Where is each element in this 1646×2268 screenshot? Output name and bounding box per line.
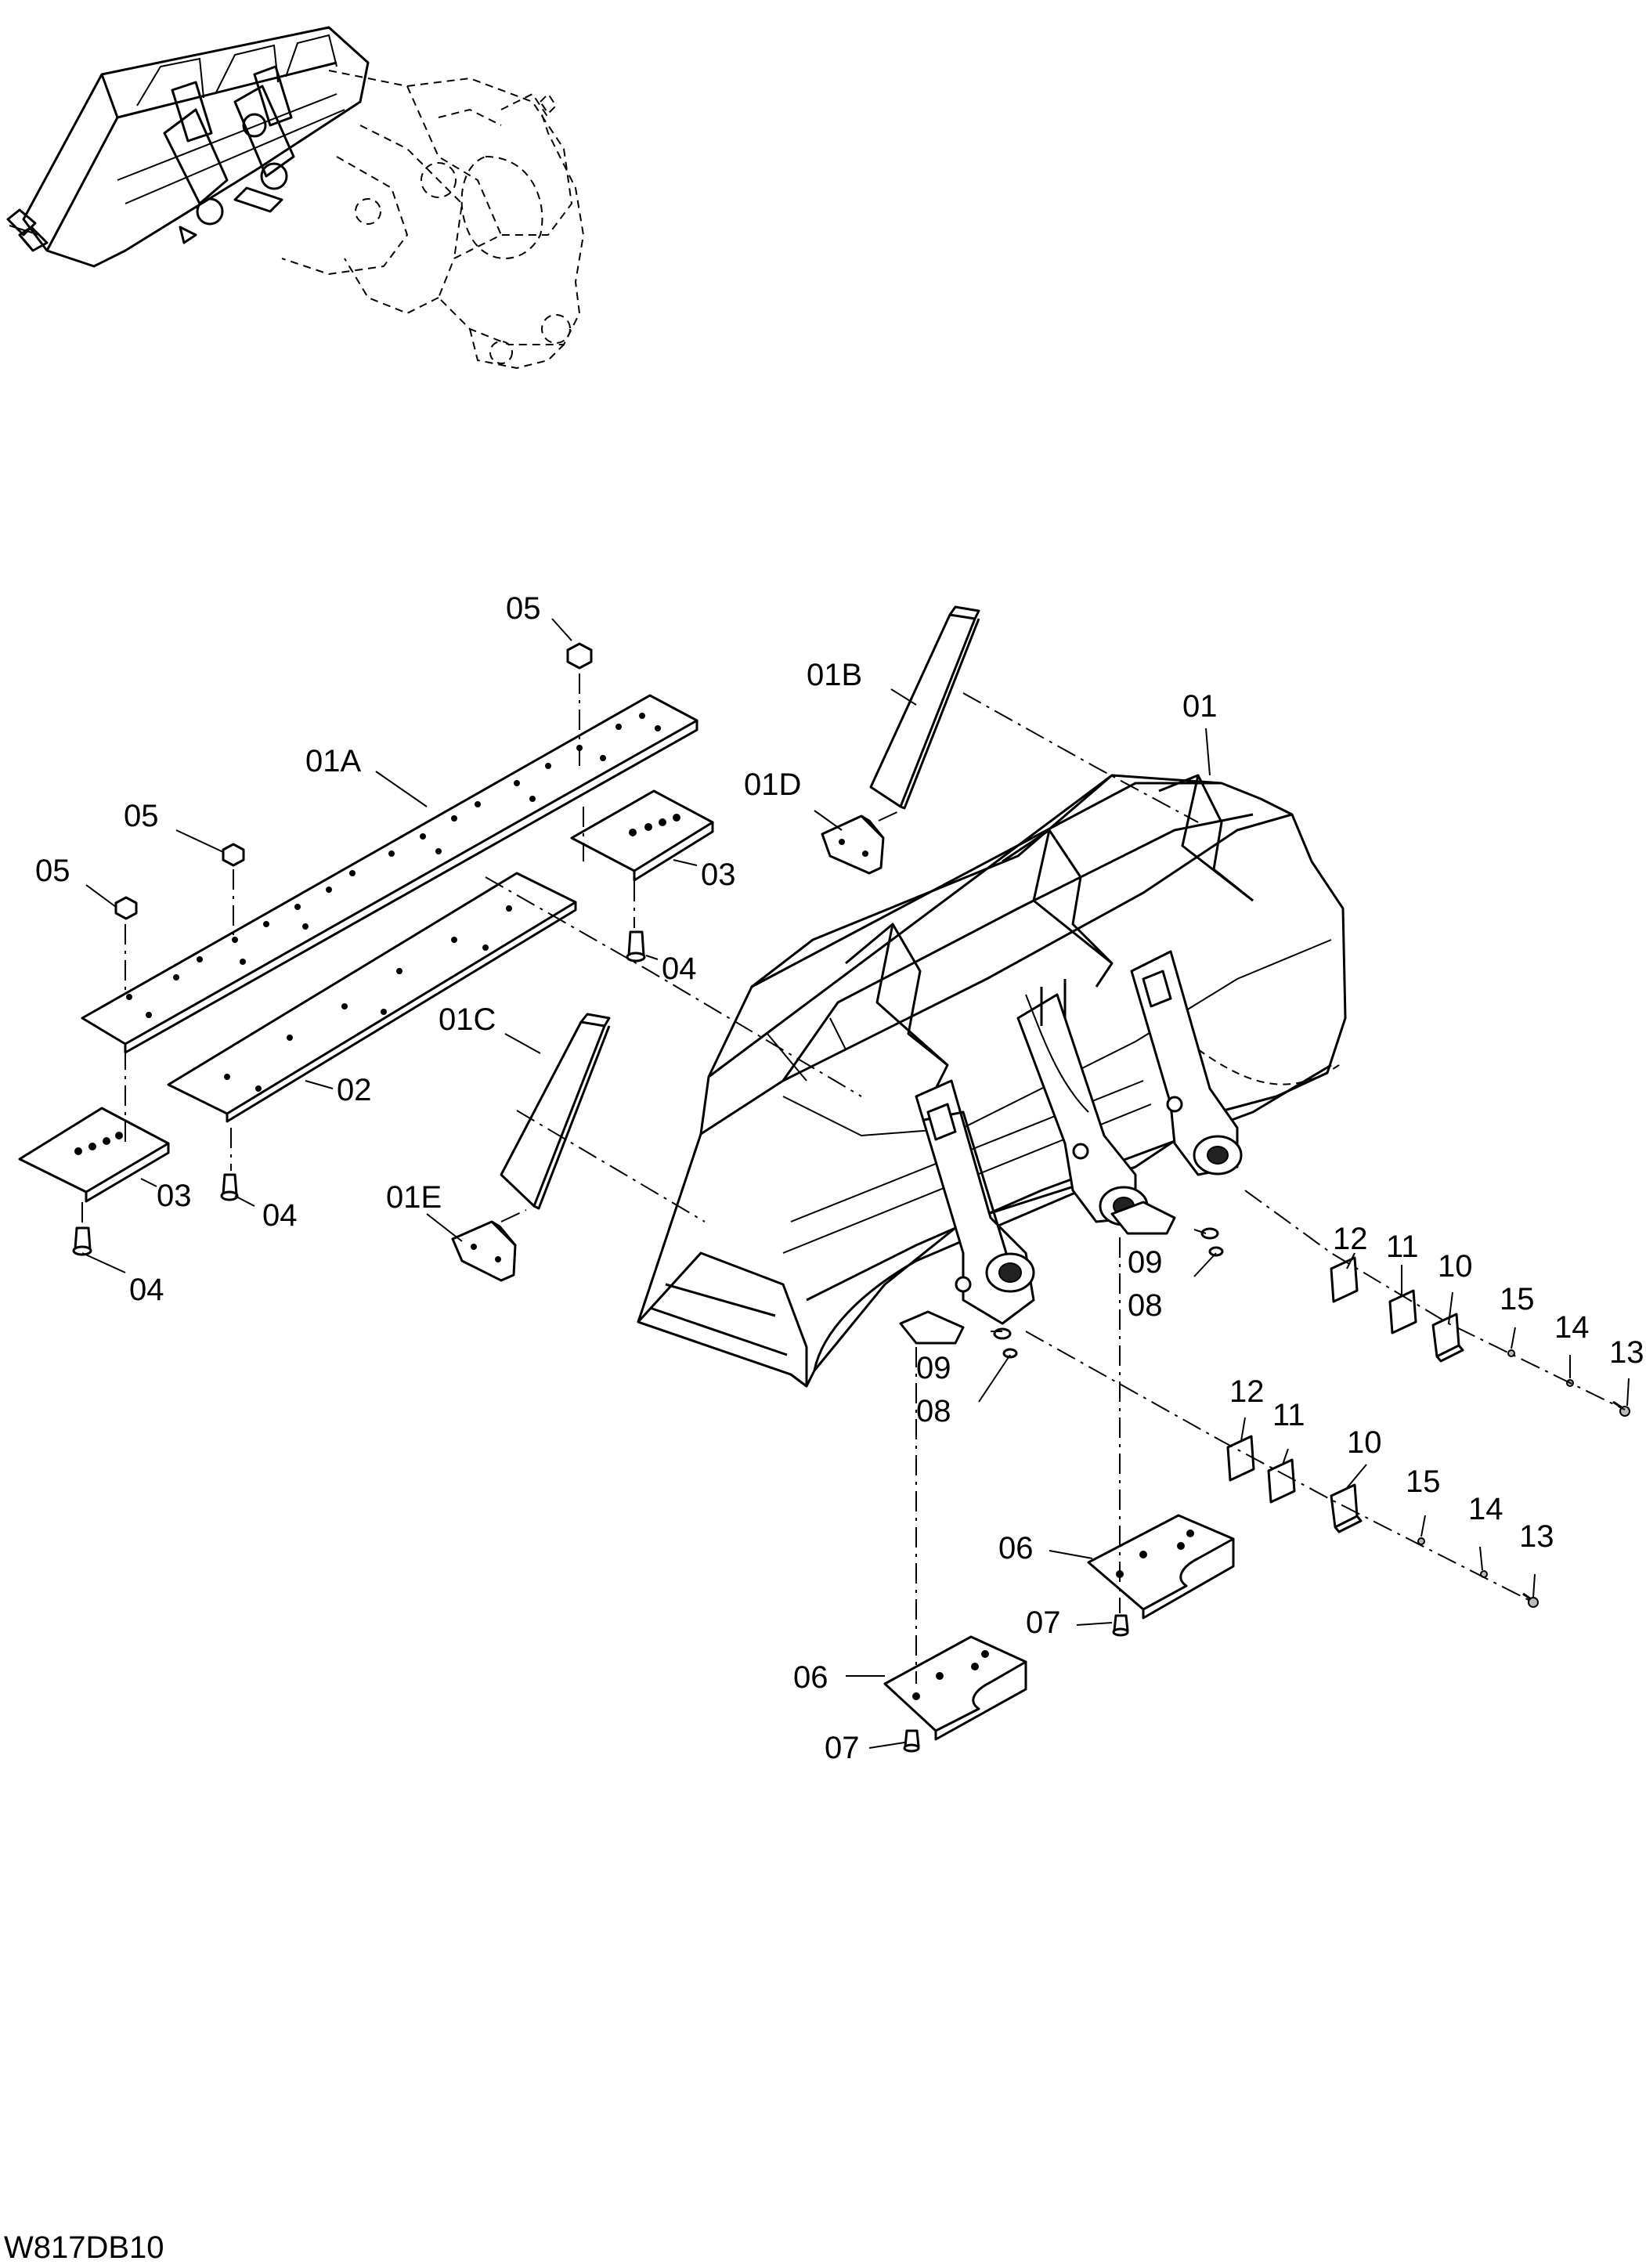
callout-08-left: 08	[916, 1394, 951, 1428]
callout-09-right: 09	[1128, 1245, 1163, 1280]
shim-stack-upper	[1330, 1256, 1630, 1417]
nut-05-upper	[566, 642, 593, 670]
callout-10-lower: 10	[1347, 1425, 1382, 1460]
mounting-brackets	[899, 950, 1243, 1359]
callout-04-left: 04	[129, 1273, 164, 1307]
callout-05-middle: 05	[124, 799, 159, 833]
callout-04-middle: 04	[262, 1198, 298, 1233]
callout-01: 01	[1182, 689, 1218, 724]
callout-15-upper: 15	[1500, 1282, 1535, 1316]
callout-07-lower: 07	[825, 1731, 860, 1765]
end-bit-03-left	[18, 1107, 170, 1203]
nut-05-middle	[222, 843, 245, 867]
callout-15-lower: 15	[1406, 1464, 1441, 1499]
callout-01b: 01B	[807, 658, 862, 692]
callout-01c: 01C	[439, 1002, 496, 1037]
callout-11-lower: 11	[1272, 1398, 1305, 1432]
cutting-edge-01a	[81, 694, 698, 1054]
callout-03-left: 03	[157, 1179, 192, 1213]
skid-06-lower	[883, 1635, 1027, 1741]
callout-04-right: 04	[662, 952, 697, 986]
skid-06-upper	[1087, 1514, 1235, 1620]
cutting-edge-02	[167, 872, 577, 1123]
callout-13-upper: 13	[1609, 1335, 1644, 1370]
shim-stack-lower	[1226, 1435, 1539, 1608]
bolt-04-left	[72, 1226, 92, 1256]
callout-06-lower: 06	[793, 1660, 828, 1695]
bucket-body	[637, 774, 1347, 1388]
drawing-id: W817DB10	[4, 2230, 164, 2265]
callout-09-left: 09	[916, 1351, 951, 1385]
callout-leaders	[81, 618, 1630, 1749]
assembly-lines	[81, 674, 1626, 1684]
callout-13-lower: 13	[1519, 1519, 1554, 1554]
callout-05-left: 05	[35, 854, 70, 888]
callout-14-lower: 14	[1468, 1492, 1503, 1526]
callout-11-upper: 11	[1386, 1230, 1419, 1264]
callout-01a: 01A	[305, 744, 361, 778]
callout-01d: 01D	[744, 767, 801, 802]
machine-overview-inset	[6, 26, 585, 370]
bolt-07-upper	[1112, 1614, 1129, 1637]
callout-01e: 01E	[386, 1180, 442, 1215]
end-bit-03-right	[570, 789, 714, 882]
wear-plate-01d	[821, 814, 885, 875]
callout-07-upper: 07	[1026, 1605, 1061, 1640]
side-cutter-01b	[869, 605, 980, 810]
callout-02: 02	[337, 1073, 372, 1107]
nut-05-left	[114, 896, 138, 920]
callout-labels: 05 01B 01 01A 01D 05 05 03 04 01C 02 03 …	[35, 591, 1644, 1765]
callout-08-right: 08	[1128, 1288, 1163, 1323]
callout-05-upper: 05	[506, 591, 541, 626]
callout-12-lower: 12	[1229, 1374, 1265, 1409]
callout-03-right: 03	[701, 858, 736, 892]
callout-06-upper: 06	[998, 1531, 1034, 1566]
wear-plate-01e	[451, 1220, 517, 1282]
bolt-04-middle	[220, 1173, 239, 1201]
bolt-04-right	[626, 930, 646, 962]
callout-12-upper: 12	[1333, 1222, 1368, 1256]
callout-10-upper: 10	[1438, 1249, 1473, 1284]
bolt-07-lower	[903, 1729, 920, 1753]
callout-14-upper: 14	[1554, 1310, 1590, 1345]
side-cutter-01c	[500, 1013, 611, 1210]
